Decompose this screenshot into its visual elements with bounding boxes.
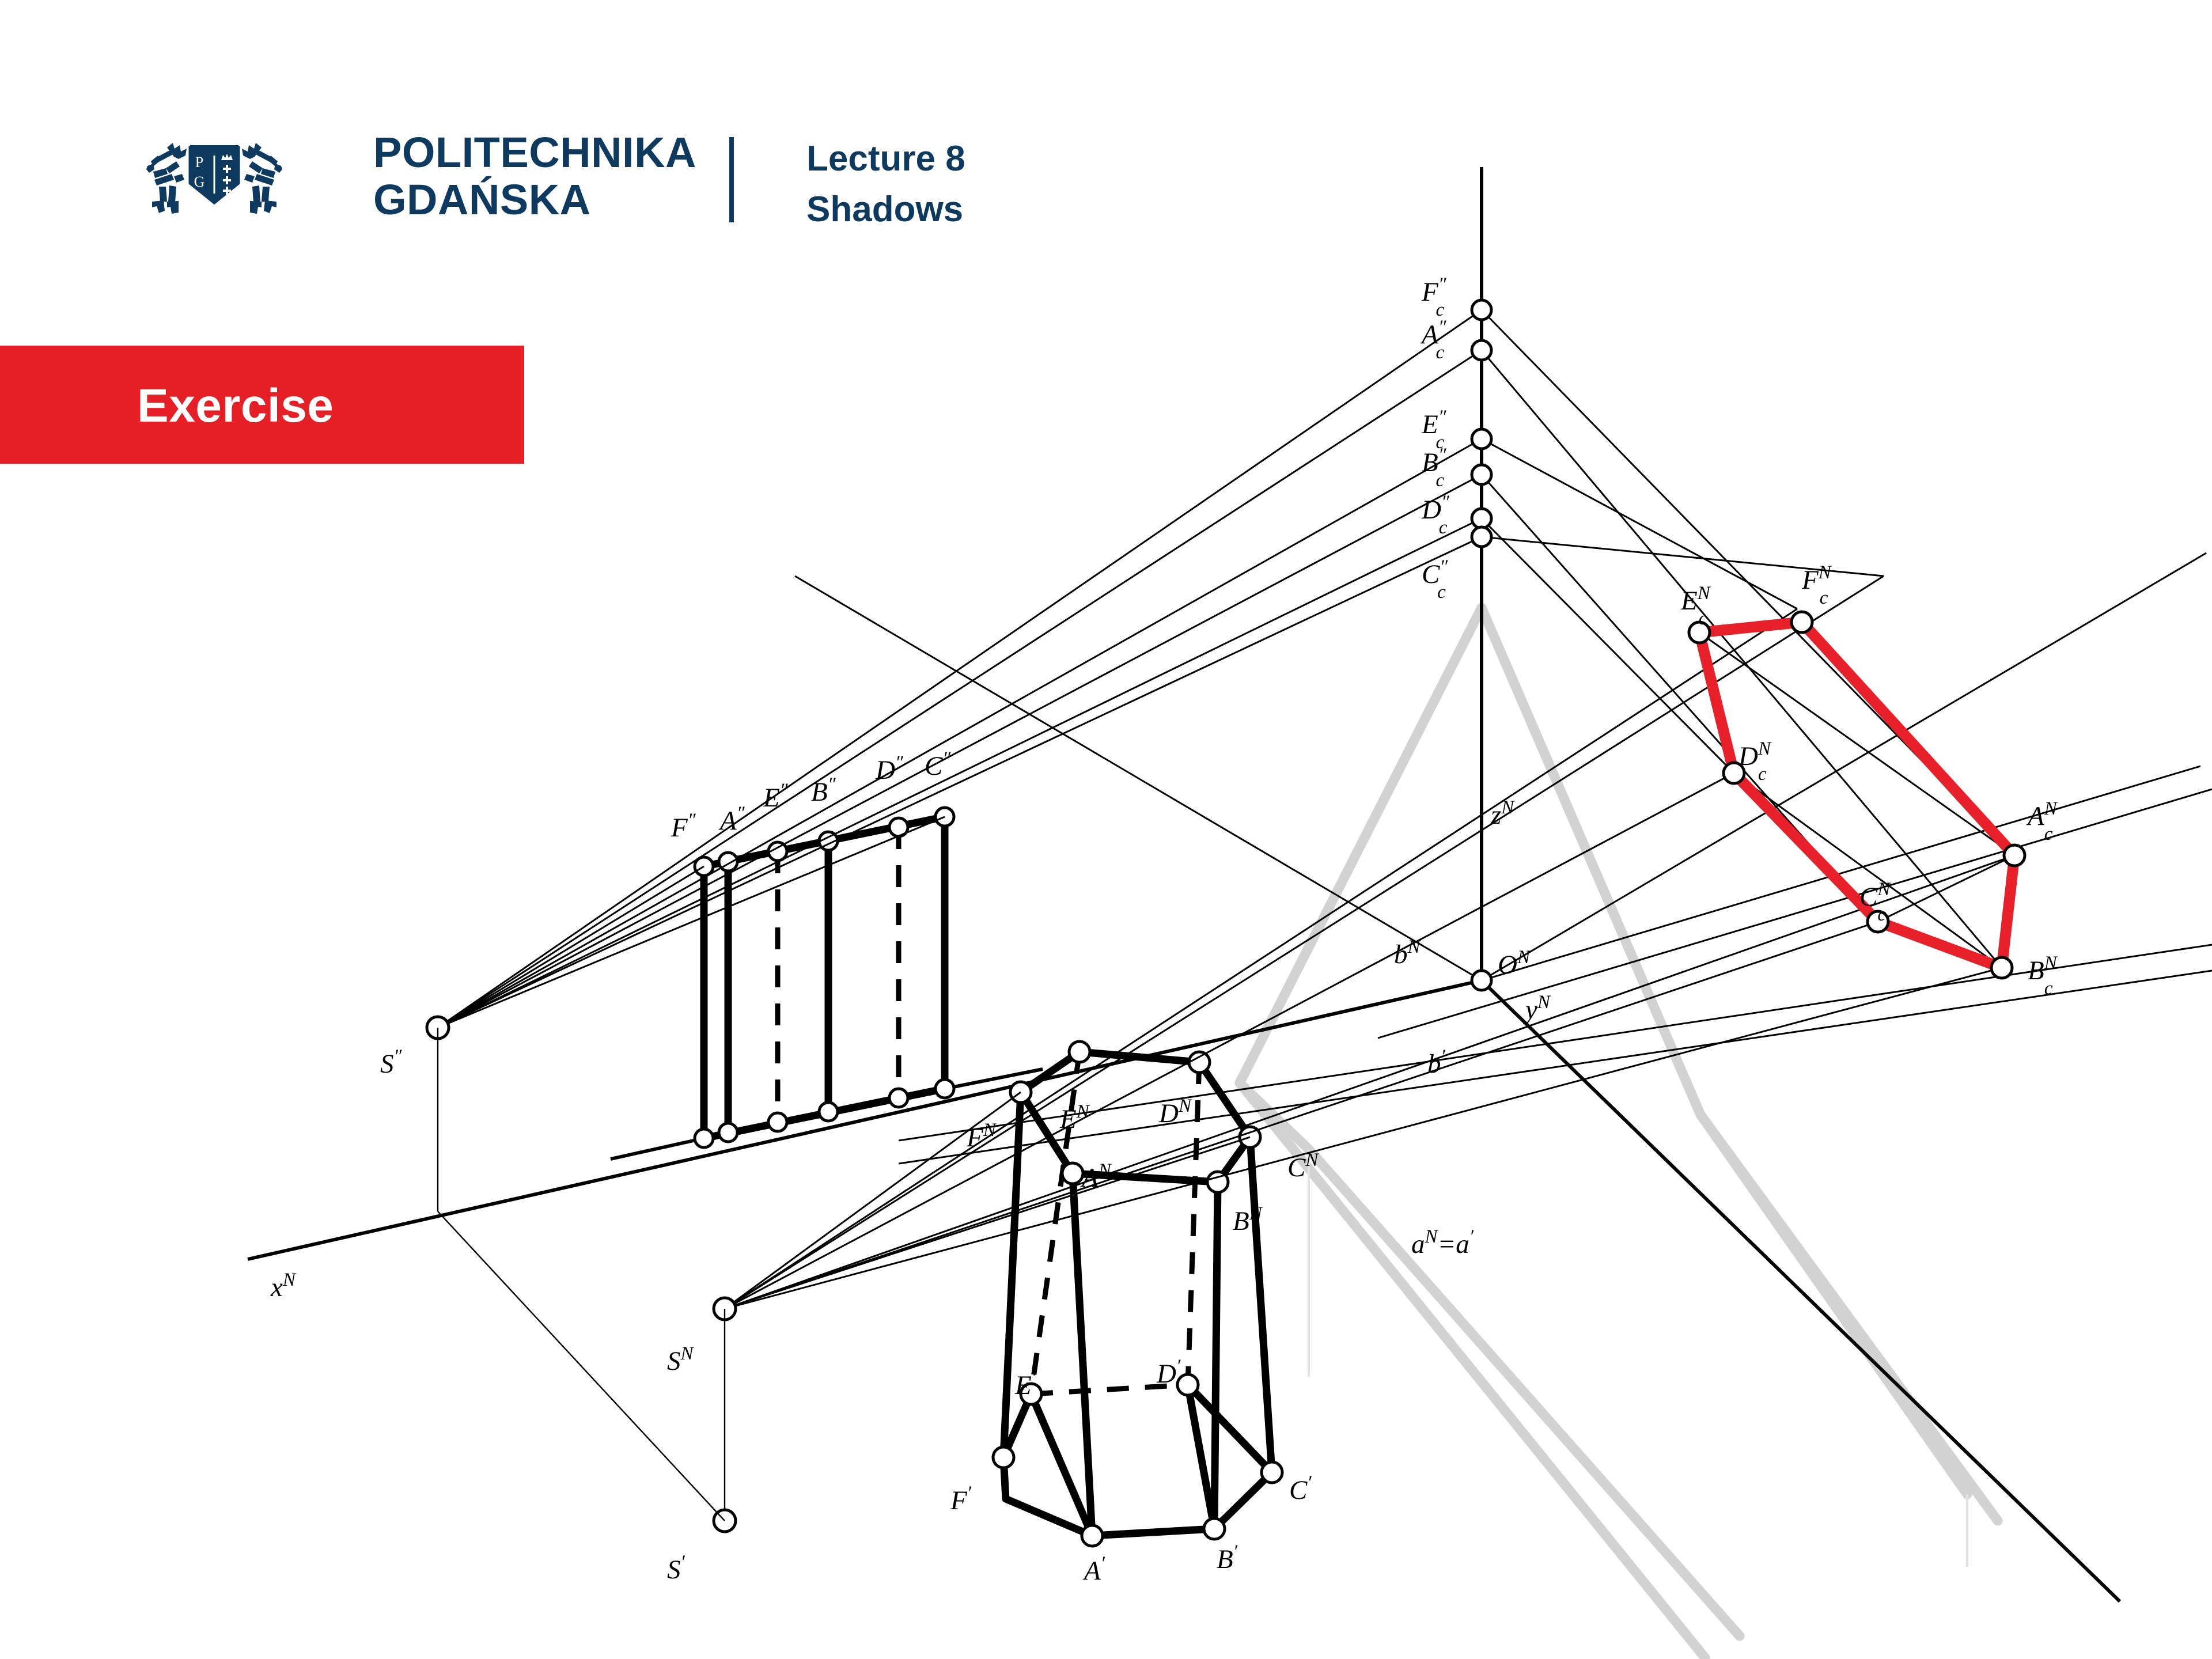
- university-name-line1: POLITECHNIKA: [373, 128, 696, 176]
- svg-text:E″: E″: [763, 780, 789, 813]
- svg-text:FN: FN: [966, 1120, 997, 1153]
- svg-text:F′: F′: [950, 1483, 972, 1516]
- politechnika-gdanska-logo: P G: [134, 126, 295, 229]
- exercise-title: Exercise: [137, 380, 334, 432]
- trace-b-axon: [794, 575, 1482, 982]
- shadow-vertex-C: [1866, 910, 1890, 934]
- svg-text:DN: DN: [1158, 1096, 1192, 1128]
- svg-text:D″: D″: [875, 752, 904, 785]
- trace-b-axon-2: [1481, 552, 2207, 982]
- svg-text:A″c: A″c: [1420, 317, 1447, 363]
- trace-a-line-2: [898, 969, 2212, 1165]
- label-S-first: S′: [667, 1552, 685, 1585]
- svg-text:C′: C′: [1289, 1472, 1312, 1505]
- origin-node: [1470, 969, 1493, 992]
- label-origin: ON: [1498, 947, 1531, 980]
- svg-text:FNc: FNc: [1801, 562, 1832, 608]
- logo-crown-icon: [221, 154, 233, 160]
- label-S-axon: SN: [667, 1343, 695, 1376]
- projection-rays-to-shadow: [1480, 309, 2016, 969]
- university-name: POLITECHNIKA GDAŃSKA: [373, 129, 696, 224]
- exercise-banner: [0, 346, 524, 464]
- trace-a-line: [898, 944, 2212, 1142]
- plane-traces: [794, 552, 2212, 1165]
- logo-crosses-icon: [223, 165, 231, 195]
- university-name-line2: GDAŃSKA: [373, 176, 591, 224]
- logo-letter-p: P: [195, 154, 203, 171]
- x-axis: [247, 979, 1482, 1261]
- svg-text:A′: A′: [1082, 1553, 1105, 1586]
- svg-text:B″: B″: [811, 774, 836, 807]
- trace-b-first-2: [1377, 788, 2212, 1039]
- gray-construction-plane: [1234, 603, 2003, 1659]
- label-x-axis: xN: [270, 1270, 297, 1302]
- svg-text:EN: EN: [1059, 1101, 1090, 1134]
- shadow-vertex-E: [1687, 620, 1711, 645]
- shadow-vertex-F: [1790, 610, 1814, 634]
- lecture-title-block: Lecture 8 Shadows: [806, 134, 965, 235]
- labels-prism-axon: AN BN CN DN EN FN: [966, 1096, 1319, 1236]
- shadow-vertex-A: [2002, 843, 2027, 868]
- label-z-axis: zN: [1490, 797, 1515, 830]
- light-rays-second-projection: [425, 309, 1482, 1211]
- shadow-vertex-B: [1990, 956, 2014, 980]
- y-axis: [1480, 979, 2122, 1603]
- svg-text:F″: F″: [671, 810, 696, 843]
- svg-text:BNc: BNc: [2028, 953, 2058, 999]
- logo-letter-g: G: [194, 173, 205, 190]
- header-divider: [729, 137, 734, 222]
- logo-right-lion: [242, 143, 282, 214]
- label-trace-bN: bN: [1394, 937, 1422, 969]
- slide-header: P G POLITECHNIKA GDAŃSKA Lecture 8 Shado…: [0, 0, 2212, 346]
- prism-second-projection: [610, 806, 1043, 1161]
- svg-text:C″: C″: [925, 748, 951, 781]
- light-rays-axonometric: [437, 575, 2015, 1533]
- svg-text:AN: AN: [1080, 1160, 1112, 1193]
- shadow-nodes-on-z-axis: [1470, 298, 1493, 992]
- lecture-topic: Shadows: [806, 190, 964, 229]
- lecture-number: Lecture 8: [806, 139, 965, 179]
- shadow-polygon-red: [1687, 610, 2027, 980]
- label-trace-a: aN=a′: [1411, 1226, 1474, 1259]
- svg-text:F″c: F″c: [1421, 274, 1447, 320]
- svg-text:C″c: C″c: [1422, 556, 1448, 603]
- trace-b-first: [1481, 765, 2201, 982]
- label-trace-b1: b′: [1427, 1046, 1446, 1079]
- svg-text:B″c: B″c: [1422, 445, 1447, 491]
- hexagonal-prism-axonometric: [991, 1040, 1284, 1548]
- logo-left-lion: [146, 143, 187, 214]
- svg-text:ANc: ANc: [2026, 798, 2058, 844]
- svg-text:D″c: D″c: [1421, 492, 1450, 538]
- svg-text:B′: B′: [1217, 1541, 1238, 1574]
- shadow-vertex-D: [1722, 761, 1746, 785]
- label-S-second: S″: [380, 1046, 403, 1079]
